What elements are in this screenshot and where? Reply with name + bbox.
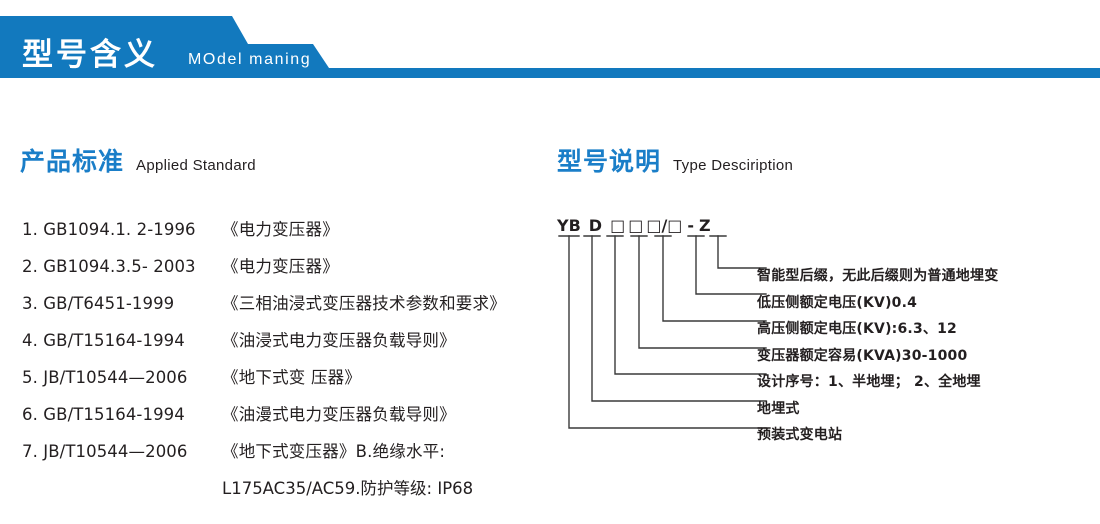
section-heading-en: Type Desciription: [673, 157, 794, 174]
leader-lines-diagram: [558, 235, 767, 429]
standard-title: 《油浸式电力变压器负载导则》: [222, 331, 456, 350]
code-part-box4: □: [667, 216, 683, 235]
banner-title: 型号含义: [22, 37, 158, 73]
legend-item: 预装式变电站: [757, 427, 843, 444]
standards-list: 1. GB1094.1. 2-1996 《电力变压器》 2. GB1094.3.…: [22, 216, 562, 512]
model-legend-list: 智能型后缀，无此后缀则为普通地埋变 低压侧额定电压(KV)0.4 高压侧额定电压…: [757, 262, 1097, 448]
list-item: 5. JB/T10544—2006 《地下式变 压器》: [22, 364, 562, 401]
page-banner: 型号含义 MOdel maning: [0, 16, 1100, 78]
code-part-d: D: [588, 216, 603, 235]
section-heading-cn: 型号说明: [557, 147, 662, 176]
standard-title: 《油漫式电力变压器负载导则》: [222, 405, 456, 424]
standard-title: 《电力变压器》: [222, 220, 339, 239]
standard-title: 《地下式变压器》B.绝缘水平:: [222, 442, 446, 461]
standard-continuation-text: L175AC35/AC59.防护等级: IP68: [222, 479, 474, 498]
list-item: 4. GB/T15164-1994 《油浸式电力变压器负载导则》: [22, 327, 562, 364]
list-item: 2. GB1094.3.5- 2003 《电力变压器》: [22, 253, 562, 290]
code-part-yb: YB: [557, 216, 581, 235]
standard-title: 《地下式变 压器》: [222, 368, 362, 387]
code-part-box2: □: [628, 216, 644, 235]
section-heading-en: Applied Standard: [136, 157, 256, 174]
standard-code: 7. JB/T10544—2006: [22, 442, 188, 461]
legend-item: 地埋式: [757, 400, 800, 417]
list-item: 3. GB/T6451-1999 《三相油浸式变压器技术参数和要求》: [22, 290, 562, 327]
section-heading-cn: 产品标准: [20, 147, 125, 176]
legend-item: 变压器额定容易(KVA)30-1000: [757, 347, 968, 364]
legend-item: 高压侧额定电压(KV):6.3、12: [757, 321, 957, 338]
list-item: 6. GB/T15164-1994 《油漫式电力变压器负载导则》: [22, 401, 562, 438]
code-part-box1: □: [610, 216, 626, 235]
legend-item: 低压侧额定电压(KV)0.4: [757, 294, 918, 311]
standard-code: 6. GB/T15164-1994: [22, 405, 185, 424]
list-item: 7. JB/T10544—2006 《地下式变压器》B.绝缘水平:: [22, 438, 562, 475]
standard-code: 1. GB1094.1. 2-1996: [22, 220, 196, 239]
standard-title: 《三相油浸式变压器技术参数和要求》: [222, 294, 506, 313]
section-heading-type-description: 型号说明 Type Desciription: [557, 142, 793, 178]
banner-subtitle: MOdel maning: [188, 51, 312, 68]
standard-code: 4. GB/T15164-1994: [22, 331, 185, 350]
legend-item: 智能型后缀，无此后缀则为普通地埋变: [757, 268, 999, 285]
standard-code: 3. GB/T6451-1999: [22, 294, 175, 313]
code-part-z: Z: [699, 216, 711, 235]
standard-code: 5. JB/T10544—2006: [22, 368, 188, 387]
banner-shape: [0, 16, 1100, 78]
legend-item: 设计序号：1、半地埋； 2、全地埋: [757, 374, 981, 391]
code-part-dash: -: [687, 216, 695, 235]
code-part-slash: /: [661, 216, 668, 235]
list-item: 1. GB1094.1. 2-1996 《电力变压器》: [22, 216, 562, 253]
standard-title: 《电力变压器》: [222, 257, 339, 276]
standard-code: 2. GB1094.3.5- 2003: [22, 257, 196, 276]
standard-continuation-line: L175AC35/AC59.防护等级: IP68: [22, 475, 562, 512]
section-heading-applied-standard: 产品标准 Applied Standard: [20, 142, 256, 178]
code-part-box3: □: [646, 216, 662, 235]
